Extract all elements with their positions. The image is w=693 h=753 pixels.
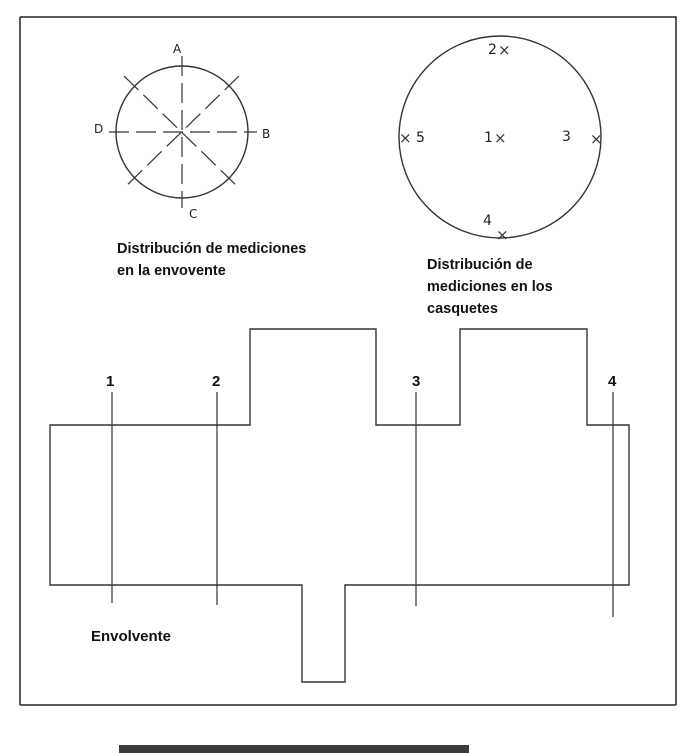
section-label-2: 2 (212, 373, 220, 390)
point-label-d: D (94, 122, 103, 136)
cap-point-label-4: 4 (483, 213, 492, 229)
point-label-c: C (189, 207, 197, 221)
point-label-a: A (173, 42, 182, 56)
envolvente-distribution-circle: A B C D (94, 42, 270, 221)
cap-point-label-2: 2 (488, 42, 497, 58)
envolvente-layout-caption: Envolvente (91, 628, 172, 645)
section-label-4: 4 (608, 373, 617, 390)
casquetes-caption-line-3: casquetes (427, 301, 498, 317)
casquetes-distribution-caption: Distribución de mediciones en los casque… (427, 254, 553, 320)
bottom-toolbar-strip (119, 745, 469, 753)
envolvente-caption-line-1: Distribución de mediciones (117, 241, 307, 257)
cap-point-label-1: 1 (484, 130, 493, 146)
cap-point-mark-3: × (590, 130, 603, 148)
point-label-b: B (262, 127, 270, 141)
section-label-1: 1 (106, 373, 114, 390)
envolvente-distribution-caption: Distribución de mediciones en la envoven… (117, 238, 306, 282)
cap-point-label-3: 3 (562, 129, 571, 145)
cap-point-mark-4: × (496, 226, 509, 244)
casquetes-caption-line-1: Distribución de (427, 257, 533, 273)
cap-point-mark-1: × (494, 129, 507, 147)
cap-point-mark-5: × (399, 129, 412, 147)
envolvente-unrolled-layout: 1 2 3 4 (49, 328, 630, 683)
casquetes-distribution-circle: 1 × 2 × 3 × 4 × × 5 (398, 35, 603, 244)
cap-point-label-5: 5 (416, 130, 425, 146)
envolvente-caption-line-2: en la envovente (117, 263, 226, 279)
cap-point-mark-2: × (498, 41, 511, 59)
envolvente-outline (49, 328, 630, 683)
casquetes-caption-line-2: mediciones en los (427, 279, 553, 295)
section-label-3: 3 (412, 373, 420, 390)
figure-frame (20, 16, 677, 705)
